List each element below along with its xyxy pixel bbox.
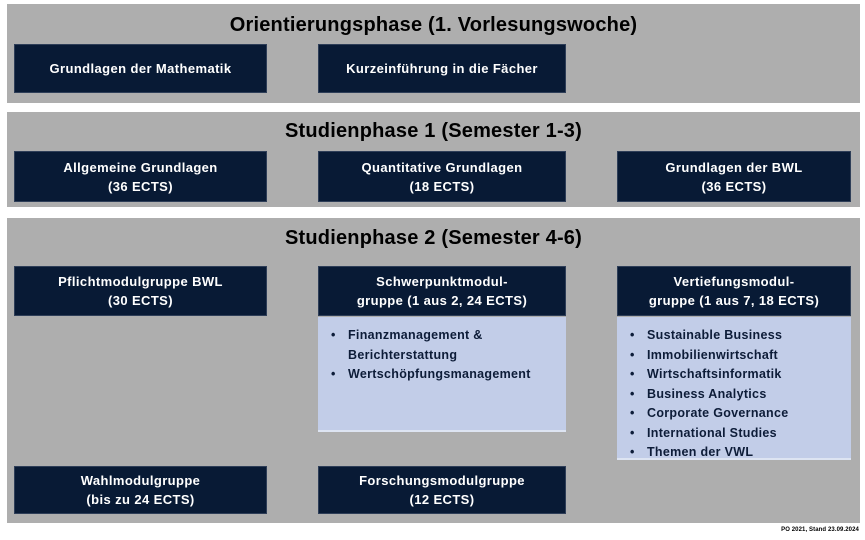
module-box-label: Kurzeinführung in die Fächer [346,61,538,76]
list-item: Wirtschaftsinformatik [617,365,845,385]
band-orientierungsphase-title: Orientierungsphase (1. Vorlesungswoche) [229,14,638,36]
module-box-ects: (12 ECTS) [409,492,475,507]
module-box-ects: gruppe (1 aus 2, 24 ECTS) [356,293,528,308]
list-item: Business Analytics [617,385,845,405]
vertiefung-options-list: Sustainable Business Immobilienwirtschaf… [617,317,851,463]
list-item: Themen der VWL [617,443,845,463]
list-item: Wertschöpfungsmanagement [318,365,560,385]
band-studienphase-1: Studienphase 1 (Semester 1-3) Allgemeine… [7,112,860,207]
band-studienphase-2: Studienphase 2 (Semester 4-6) Pflichtmod… [7,218,860,523]
module-box-ects: (36 ECTS) [701,178,767,194]
module-box-label: Forschungsmodulgruppe [359,473,525,488]
module-box-label: Wahlmodulgruppe [80,473,201,488]
module-box-label: Quantitative Grundlagen [361,159,523,175]
band-studienphase-2-title: Studienphase 2 (Semester 4-6) [284,227,582,249]
module-box-kurzeinfuehrung: Kurzeinführung in die Fächer [318,44,566,93]
list-item: Finanzmanagement & Berichterstattung [318,326,560,365]
version-footnote: PO 2021, Stand 23.09.2024 [781,527,859,533]
list-item: Corporate Governance [617,404,845,424]
module-box-pflichtmodulgruppe-bwl: Pflichtmodulgruppe BWL (30 ECTS) [14,266,267,316]
module-box-label: Grundlagen der Mathematik [49,61,232,76]
schwerpunkt-options-list: Finanzmanagement & Berichterstattung Wer… [318,317,566,432]
list-item: Sustainable Business [617,326,845,346]
module-box-allgemeine-grundlagen: Allgemeine Grundlagen (36 ECTS) [14,151,267,202]
list-item: International Studies [617,424,845,444]
module-box-quantitative-grundlagen: Quantitative Grundlagen (18 ECTS) [318,151,566,202]
module-box-ects: (30 ECTS) [107,293,173,308]
module-box-forschungsmodulgruppe: Forschungsmodulgruppe (12 ECTS) [318,466,566,514]
band-orientierungsphase: Orientierungsphase (1. Vorlesungswoche) … [7,4,860,103]
module-box-label: Allgemeine Grundlagen [63,159,218,175]
module-box-label: Vertiefungsmodul- [673,274,795,289]
module-box-wahlmodulgruppe: Wahlmodulgruppe (bis zu 24 ECTS) [14,466,267,514]
module-box-ects: (36 ECTS) [107,178,173,194]
module-box-schwerpunktmodulgruppe: Schwerpunktmodul- gruppe (1 aus 2, 24 EC… [318,266,566,316]
list-item: Immobilienwirtschaft [617,346,845,366]
band-studienphase-1-title: Studienphase 1 (Semester 1-3) [284,120,582,142]
module-box-label: Grundlagen der BWL [665,159,803,175]
module-box-vertiefungsmodulgruppe: Vertiefungsmodul- gruppe (1 aus 7, 18 EC… [617,266,851,316]
module-box-ects: gruppe (1 aus 7, 18 ECTS) [648,293,820,308]
module-box-ects: (18 ECTS) [409,178,475,194]
module-box-label: Schwerpunktmodul- [376,274,508,289]
module-box-ects: (bis zu 24 ECTS) [86,492,195,507]
module-box-label: Pflichtmodulgruppe BWL [58,274,223,289]
module-box-grundlagen-mathematik: Grundlagen der Mathematik [14,44,267,93]
module-box-grundlagen-bwl: Grundlagen der BWL (36 ECTS) [617,151,851,202]
